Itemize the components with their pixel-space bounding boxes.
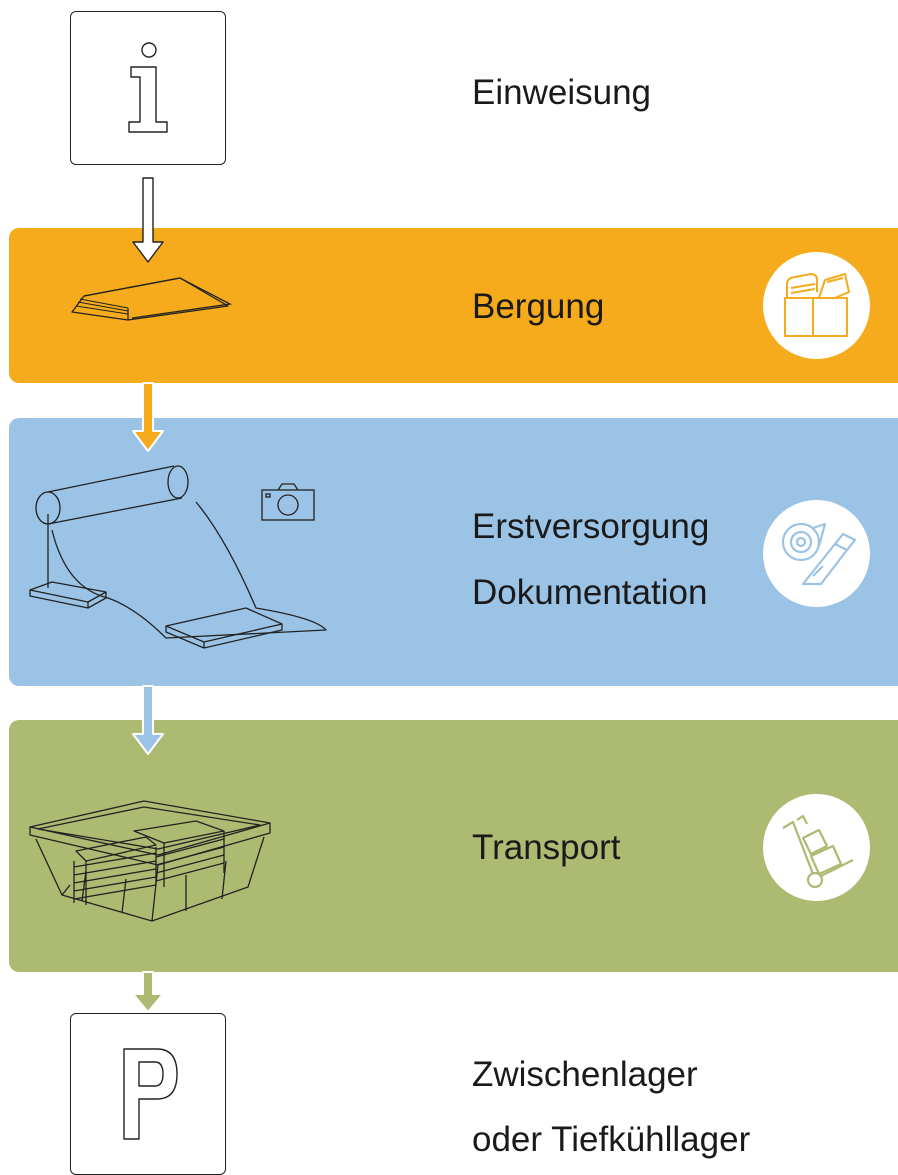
- tiefkuehllager-label: oder Tiefkühllager: [472, 1120, 751, 1159]
- zwischenlager-label: Zwischenlager: [472, 1055, 698, 1094]
- einweisung-box: [70, 11, 226, 165]
- parking-icon: [123, 1048, 178, 1140]
- roll-sheet-icon: [29, 465, 327, 649]
- arrow-down-icon: [132, 685, 164, 755]
- book-icon: [71, 277, 233, 321]
- bergung-label: Bergung: [472, 287, 605, 326]
- erstversorgung-icon-circle: [763, 500, 870, 607]
- transport-panel: [9, 720, 898, 972]
- transport-label: Transport: [472, 828, 621, 867]
- einweisung-label: Einweisung: [472, 73, 651, 112]
- arrow-down-icon: [132, 177, 164, 263]
- bergung-icon-circle: [763, 252, 870, 359]
- erstversorgung-label: Erstversorgung: [472, 507, 710, 546]
- bergung-panel: [9, 228, 898, 383]
- arrow-down-icon: [132, 971, 164, 1013]
- lager-box: [70, 1013, 226, 1175]
- boxes-icon: [784, 273, 850, 337]
- info-icon: [128, 42, 168, 133]
- tape-cutter-icon: [781, 522, 857, 586]
- dokumentation-label: Dokumentation: [472, 573, 708, 612]
- arrow-down-icon: [132, 382, 164, 452]
- erstversorgung-panel: [9, 418, 898, 686]
- camera-icon: [261, 483, 315, 521]
- crate-icon: [29, 800, 271, 922]
- transport-icon-circle: [763, 794, 870, 901]
- hand-truck-icon: [782, 814, 854, 889]
